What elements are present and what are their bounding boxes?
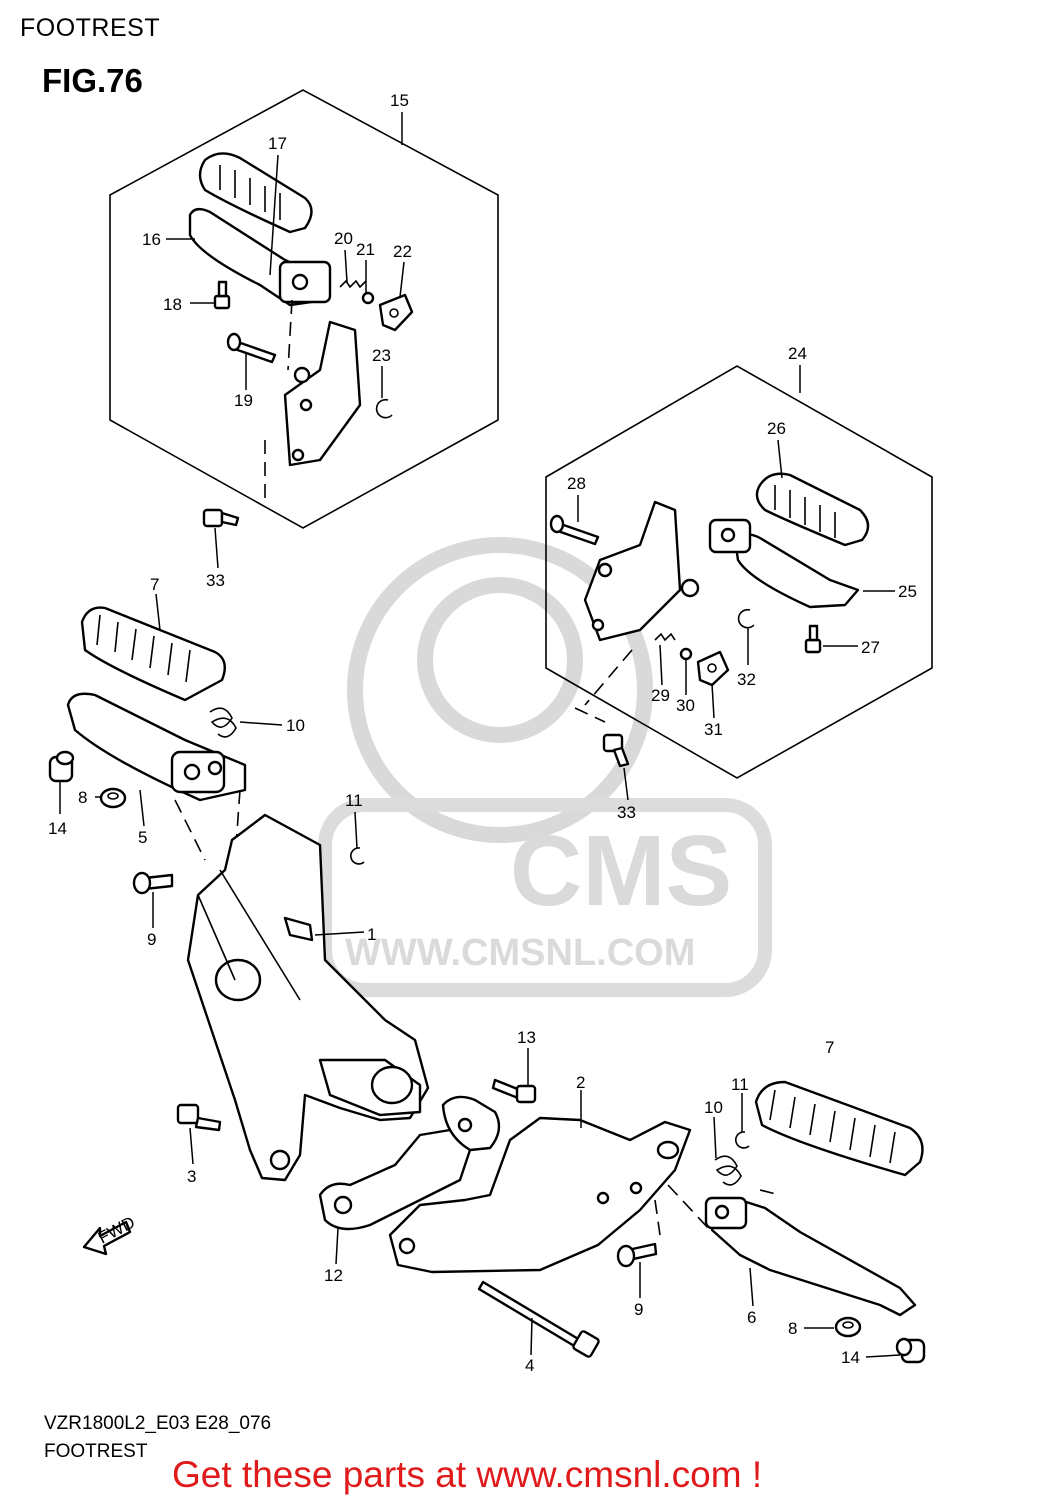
callout-8-right: 8 <box>788 1319 797 1338</box>
damper-14-left <box>48 750 75 783</box>
plate-31 <box>696 650 730 687</box>
callout-24: 24 <box>788 344 807 363</box>
holder-bracket-24 <box>583 500 700 642</box>
callout-7-left: 7 <box>150 575 159 594</box>
watermark-site: WWW.CMSNL.COM <box>345 932 695 974</box>
callout-2: 2 <box>576 1073 585 1092</box>
callout-30: 30 <box>676 696 695 715</box>
footrest-5-left <box>66 692 247 802</box>
watermark: CMS WWW.CMSNL.COM <box>318 537 772 997</box>
callouts: 15 17 16 20 21 22 18 23 19 33 24 26 28 2… <box>48 91 917 1375</box>
bolt-13 <box>491 1078 537 1104</box>
footrest-bracket-25 <box>708 518 860 609</box>
ball-21 <box>361 291 375 305</box>
callout-25: 25 <box>898 582 917 601</box>
bolt-3 <box>176 1103 222 1132</box>
bolt-33-right <box>602 733 630 768</box>
callout-28: 28 <box>567 474 586 493</box>
callout-22: 22 <box>393 242 412 261</box>
circlip-11-left <box>350 847 365 865</box>
plate-22 <box>378 293 414 332</box>
footrest-bracket-2 <box>388 1116 692 1274</box>
long-bolt-4 <box>477 1280 600 1358</box>
callout-8-left: 8 <box>78 788 87 807</box>
model-code: VZR1800L2_E03 E28_076 <box>44 1413 272 1434</box>
section-title: FOOTREST <box>20 14 161 42</box>
callout-3: 3 <box>187 1167 196 1186</box>
callout-10-right: 10 <box>704 1098 723 1117</box>
callout-33-top: 33 <box>206 571 225 590</box>
callout-11-left: 11 <box>345 791 363 810</box>
callout-4: 4 <box>525 1356 534 1375</box>
pin-19 <box>226 332 277 364</box>
callout-12: 12 <box>324 1266 343 1285</box>
spring-29 <box>654 632 676 642</box>
callout-11-right: 11 <box>731 1075 749 1094</box>
circlip-32 <box>737 608 755 629</box>
callout-19: 19 <box>234 391 253 410</box>
fwd-arrow-icon: FWD <box>82 1213 138 1256</box>
callout-32: 32 <box>737 670 756 689</box>
circlip-23 <box>375 398 393 419</box>
callout-26: 26 <box>767 419 786 438</box>
leader-lines <box>59 112 901 1358</box>
callout-31: 31 <box>704 720 723 739</box>
callout-14-right: 14 <box>841 1348 860 1367</box>
callout-7-right: 7 <box>825 1038 834 1057</box>
callout-27: 27 <box>861 638 880 657</box>
washer-8-left <box>99 787 127 809</box>
callout-18: 18 <box>163 295 182 314</box>
assembly-box-24 <box>545 365 933 779</box>
callout-33-right: 33 <box>617 803 636 822</box>
spring-20 <box>339 279 367 289</box>
footrest-bracket-16 <box>188 207 332 307</box>
callout-14-left: 14 <box>48 819 67 838</box>
footer-section-title: FOOTREST <box>44 1441 148 1462</box>
callout-17: 17 <box>268 134 287 153</box>
fwd-label: FWD <box>95 1213 138 1248</box>
callout-23: 23 <box>372 346 391 365</box>
promo-link[interactable]: Get these parts at www.cmsnl.com ! <box>172 1454 763 1495</box>
pin-28 <box>549 514 600 546</box>
bolt-9-left <box>132 871 174 895</box>
bolt-9-right <box>616 1242 658 1268</box>
footrest-rubber-26 <box>755 472 870 547</box>
washer-8-right <box>834 1316 862 1338</box>
callout-16: 16 <box>142 230 161 249</box>
footrest-bracket-1 <box>186 813 430 1182</box>
assembly-box-15 <box>109 89 499 529</box>
callout-15: 15 <box>390 91 409 110</box>
bolt-33-top <box>202 508 240 528</box>
callout-9-left: 9 <box>147 930 156 949</box>
spring-10-right <box>714 1155 742 1186</box>
ball-30 <box>679 647 693 661</box>
callout-29: 29 <box>651 686 670 705</box>
watermark-brand: CMS <box>510 815 732 927</box>
bolt-18 <box>213 280 231 310</box>
callout-10-left: 10 <box>286 716 305 735</box>
damper-14-right <box>895 1337 926 1364</box>
footrest-rubber-7-right <box>754 1080 924 1177</box>
plate-12 <box>318 1095 501 1231</box>
spring-10-left <box>209 707 237 738</box>
bolt-27 <box>804 624 822 654</box>
callout-21: 21 <box>356 240 375 259</box>
figure-label: FIG.76 <box>42 62 143 99</box>
footrest-rubber-17 <box>198 152 313 234</box>
callout-1: 1 <box>367 925 376 944</box>
holder-bracket <box>283 320 362 467</box>
callout-9-right: 9 <box>634 1300 643 1319</box>
callout-5: 5 <box>138 828 147 847</box>
footrest-6-right <box>704 1196 917 1317</box>
footrest-rubber-7-left <box>80 606 226 702</box>
callout-20: 20 <box>334 229 353 248</box>
circlip-11-right <box>735 1131 750 1149</box>
callout-6: 6 <box>747 1308 756 1327</box>
callout-13: 13 <box>517 1028 536 1047</box>
